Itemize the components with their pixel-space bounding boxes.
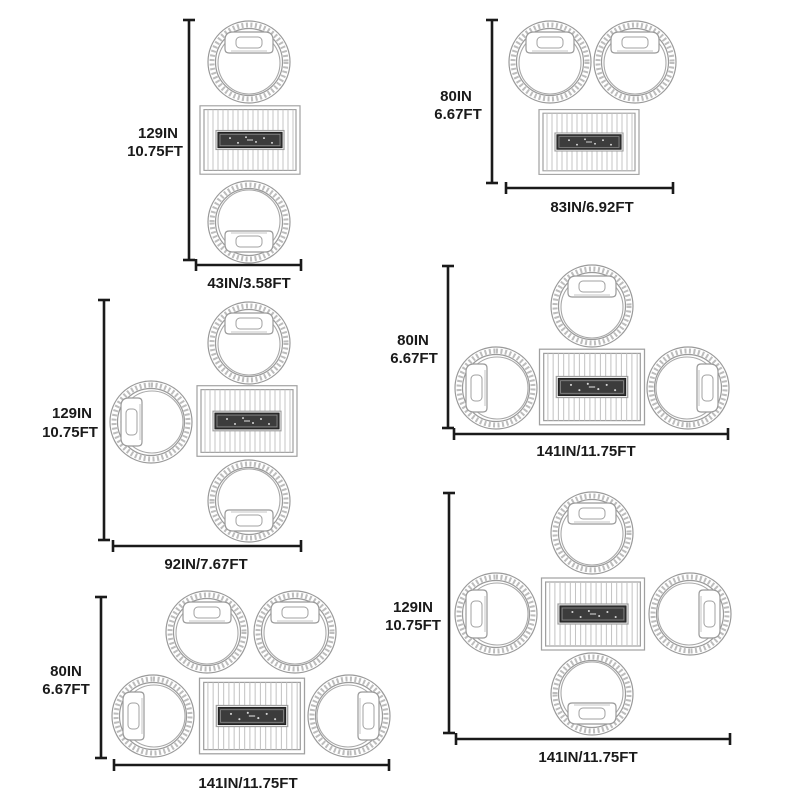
height-label-in: 129IN xyxy=(138,125,178,142)
width-dimension xyxy=(194,259,303,271)
chair xyxy=(254,591,336,673)
height-label-ft: 6.67FT xyxy=(390,350,438,367)
width-label: 92IN/7.67FT xyxy=(164,556,247,573)
chair xyxy=(110,381,192,463)
fire-table xyxy=(540,577,646,651)
set-2: 80IN 6.67FT 83IN/6.92FT xyxy=(434,20,676,216)
height-dimension xyxy=(98,298,110,542)
height-label-ft: 6.67FT xyxy=(42,681,90,698)
set-6: 129IN 10.75FT 141IN/11.75FT xyxy=(385,491,732,766)
chair xyxy=(594,21,676,103)
height-dimension xyxy=(486,18,498,185)
fire-table xyxy=(199,105,301,175)
height-label-ft: 10.75FT xyxy=(42,424,98,441)
chair xyxy=(649,573,731,655)
chair xyxy=(166,591,248,673)
width-dimension xyxy=(452,428,730,440)
width-dimension xyxy=(454,733,732,745)
chair xyxy=(112,675,194,757)
width-dimension xyxy=(112,759,391,771)
fire-table xyxy=(196,385,298,457)
height-dimension xyxy=(443,491,455,735)
chair xyxy=(551,653,633,735)
chair xyxy=(551,265,633,347)
chair xyxy=(455,573,537,655)
chair xyxy=(208,181,290,263)
width-label: 83IN/6.92FT xyxy=(550,199,633,216)
fire-table xyxy=(538,108,640,175)
width-label: 43IN/3.58FT xyxy=(207,275,290,292)
height-label-in: 129IN xyxy=(52,405,92,422)
width-dimension xyxy=(111,540,303,552)
set-5: 80IN 6.67FT 141IN/11.75FT xyxy=(42,591,391,792)
height-label-ft: 10.75FT xyxy=(127,143,183,160)
fire-table xyxy=(198,677,306,755)
height-dimension xyxy=(95,595,107,760)
height-label-in: 80IN xyxy=(397,332,429,349)
set-1: 129IN 10.75FT 43IN/3.58FT xyxy=(127,18,303,292)
width-label: 141IN/11.75FT xyxy=(536,443,635,460)
chair xyxy=(308,675,390,757)
height-label-ft: 10.75FT xyxy=(385,617,441,634)
width-dimension xyxy=(504,182,675,194)
chair xyxy=(509,21,591,103)
set-3: 129IN 10.75FT 92IN/7.67FT xyxy=(42,298,303,573)
height-dimension xyxy=(183,18,195,262)
height-label-in: 80IN xyxy=(440,88,472,105)
width-label: 141IN/11.75FT xyxy=(538,749,637,766)
chair xyxy=(455,347,537,429)
set-4: 80IN 6.67FT 141IN/11.75FT xyxy=(390,264,730,460)
width-label: 141IN/11.75FT xyxy=(198,775,297,792)
chair xyxy=(551,492,633,574)
chair xyxy=(208,460,290,542)
height-label-in: 129IN xyxy=(393,599,433,616)
chair xyxy=(208,21,290,103)
chair xyxy=(208,302,290,384)
height-label-in: 80IN xyxy=(50,663,82,680)
height-label-ft: 6.67FT xyxy=(434,106,482,123)
fire-table xyxy=(538,348,646,426)
chair xyxy=(647,347,729,429)
height-dimension xyxy=(442,264,454,430)
